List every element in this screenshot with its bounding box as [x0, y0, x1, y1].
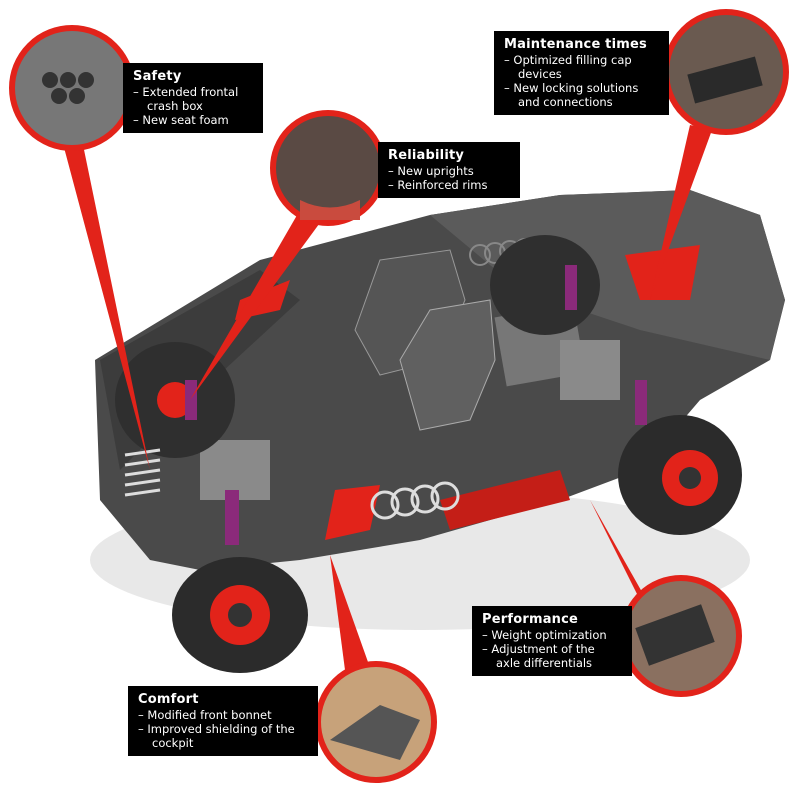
wheel — [115, 342, 235, 458]
callout-maintenance: Maintenance times Optimized filling cap … — [494, 31, 669, 115]
detail-circle-comfort — [315, 661, 437, 783]
callout-comfort: Comfort Modified front bonnet Improved s… — [128, 686, 318, 756]
callout-item: New uprights — [388, 164, 510, 178]
detail-circle-safety — [9, 25, 135, 151]
callout-item: Adjustment of the axle differentials — [482, 642, 622, 670]
callout-item: Improved shielding of the cockpit — [138, 722, 308, 750]
callout-item: Modified front bonnet — [138, 708, 308, 722]
callout-title: Reliability — [388, 148, 465, 163]
callout-item: Reinforced rims — [388, 178, 510, 192]
callout-title: Safety — [133, 69, 182, 84]
callout-performance: Performance Weight optimization Adjustme… — [472, 606, 632, 676]
callout-title: Comfort — [138, 692, 199, 707]
callout-item: Optimized filling cap devices — [504, 53, 659, 81]
wheel — [490, 235, 600, 335]
callout-item: New seat foam — [133, 113, 253, 127]
callout-item: Weight optimization — [482, 628, 622, 642]
callout-pointers — [62, 125, 712, 670]
callout-reliability: Reliability New uprights Reinforced rims — [378, 142, 520, 198]
callout-title: Maintenance times — [504, 37, 647, 52]
audi-rings — [370, 481, 460, 520]
callout-item: New locking solutions and connections — [504, 81, 659, 109]
detail-circle-maintenance — [663, 9, 789, 135]
callout-safety: Safety Extended frontal crash box New se… — [123, 63, 263, 133]
callout-item: Extended frontal crash box — [133, 85, 253, 113]
wheel — [172, 557, 308, 673]
callout-title: Performance — [482, 612, 579, 627]
seat — [399, 299, 496, 431]
detail-circle-reliability — [270, 110, 386, 226]
detail-circle-performance — [620, 575, 742, 697]
wheel — [618, 415, 742, 535]
